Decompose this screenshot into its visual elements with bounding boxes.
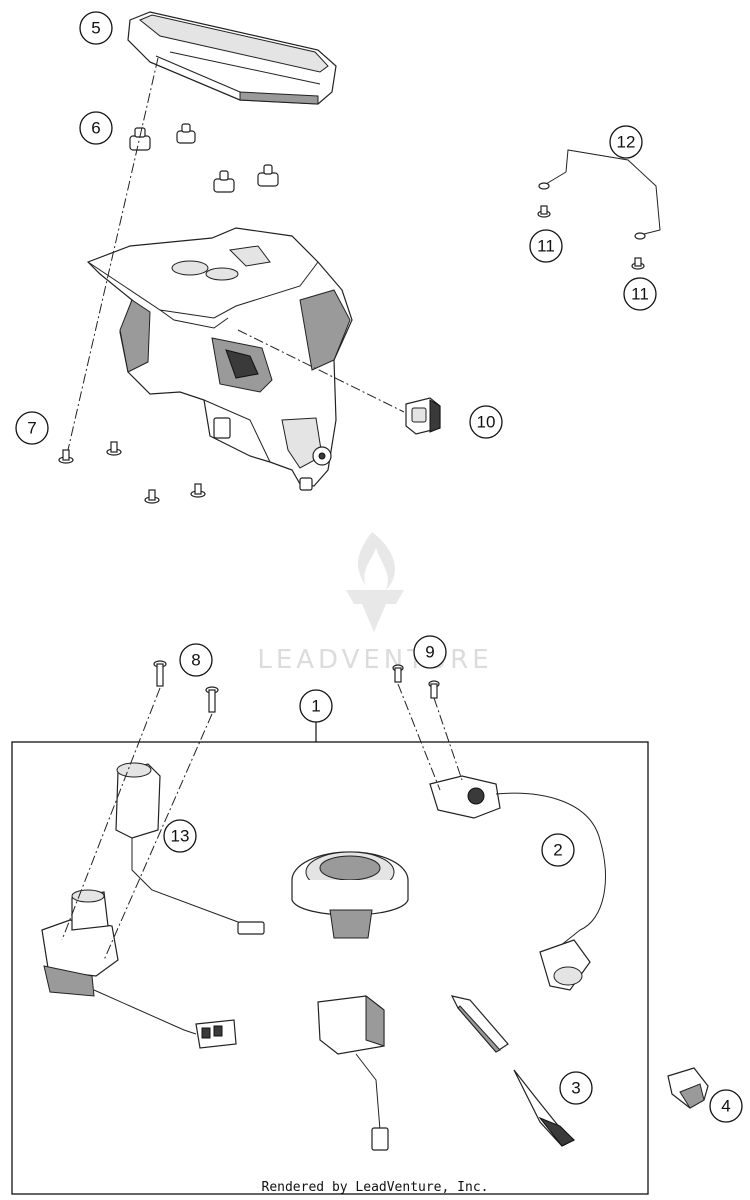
lock-screws xyxy=(153,660,219,713)
callout-8: 8 xyxy=(179,643,213,677)
svg-text:2: 2 xyxy=(553,841,562,860)
cable-screws xyxy=(537,205,645,270)
footer-credit: Rendered by LeadVenture, Inc. xyxy=(261,1180,489,1195)
callout-2: 2 xyxy=(541,833,575,867)
instrument-bracket xyxy=(86,227,353,491)
rubber-grommets xyxy=(129,123,279,193)
sensor-bracket xyxy=(667,1067,709,1109)
svg-text:11: 11 xyxy=(631,285,649,304)
watermark-text: LEADVENTURE xyxy=(257,645,492,675)
usb-socket xyxy=(405,397,441,435)
svg-text:11: 11 xyxy=(537,237,555,256)
svg-text:5: 5 xyxy=(91,19,100,38)
callout-12: 12 xyxy=(609,125,643,159)
key-set xyxy=(450,995,576,1147)
instrument-cluster xyxy=(127,11,337,105)
svg-text:3: 3 xyxy=(571,1079,580,1098)
svg-text:12: 12 xyxy=(617,133,636,152)
steering-lock-sensor xyxy=(429,775,606,991)
callout-5: 5 xyxy=(79,11,113,45)
callout-7: 7 xyxy=(15,411,49,445)
callout-13: 13 xyxy=(163,819,197,853)
ground-cable xyxy=(538,149,661,240)
callout-9: 9 xyxy=(413,635,447,669)
callout-1: 1 xyxy=(299,689,333,723)
fuel-filler-cap xyxy=(291,851,409,939)
callout-11-right: 11 xyxy=(623,277,657,311)
watermark-logo xyxy=(346,532,404,632)
callout-3: 3 xyxy=(559,1071,593,1105)
kit-frame xyxy=(11,722,649,1195)
screws-set xyxy=(58,441,206,504)
svg-text:10: 10 xyxy=(477,413,496,432)
callout-11-left: 11 xyxy=(529,229,563,263)
ignition-lock xyxy=(41,762,265,1049)
svg-text:4: 4 xyxy=(721,1097,730,1116)
assembly-lines xyxy=(61,57,463,961)
svg-text:8: 8 xyxy=(191,651,200,670)
callout-4: 4 xyxy=(709,1089,743,1123)
svg-text:9: 9 xyxy=(425,643,434,662)
callout-6: 6 xyxy=(79,111,113,145)
sensor-screws xyxy=(392,664,440,699)
svg-text:6: 6 xyxy=(91,119,100,138)
callout-10: 10 xyxy=(469,405,503,439)
svg-text:13: 13 xyxy=(171,827,190,846)
svg-text:1: 1 xyxy=(311,697,320,716)
svg-text:7: 7 xyxy=(27,419,36,438)
immobilizer-module xyxy=(317,994,389,1151)
